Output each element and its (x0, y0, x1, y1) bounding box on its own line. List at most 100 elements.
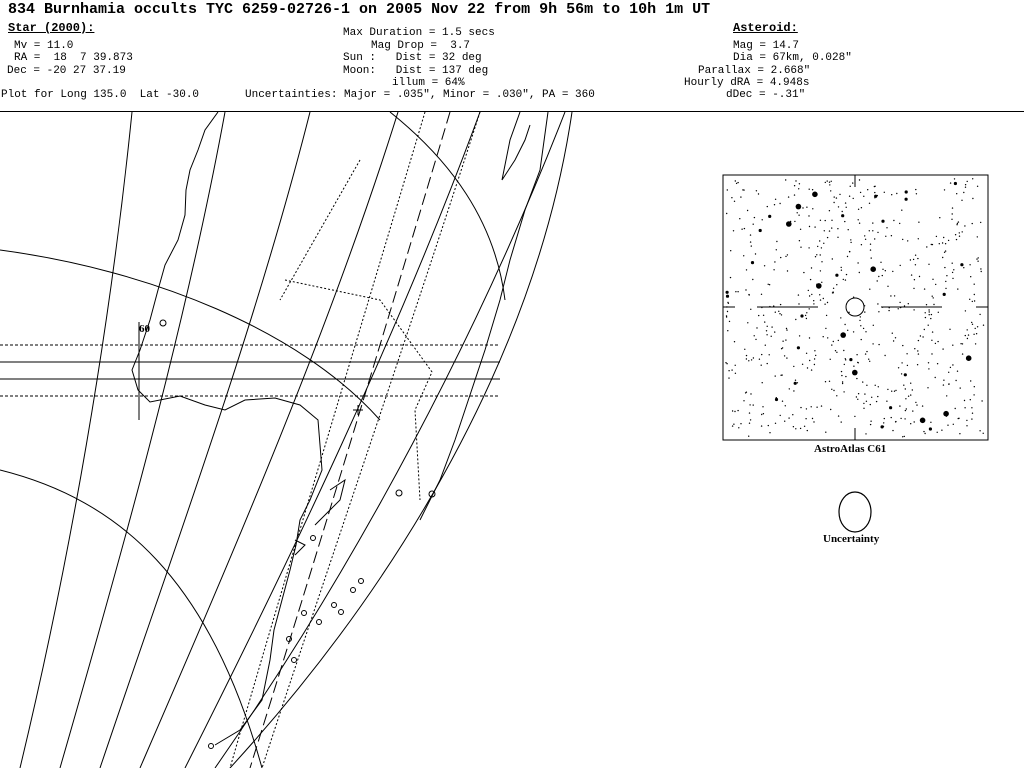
chart-star (891, 332, 893, 334)
chart-star (756, 327, 758, 329)
chart-star (953, 181, 958, 186)
chart-star (871, 396, 873, 398)
chart-star (959, 433, 961, 435)
chart-star (972, 178, 974, 180)
chart-star (795, 180, 797, 182)
chart-star (809, 278, 812, 281)
moon-illumination: illum = 64% (392, 77, 465, 89)
chart-star (857, 361, 859, 364)
chart-star (976, 236, 978, 238)
chart-star (870, 266, 876, 273)
chart-star (840, 317, 842, 319)
chart-star (957, 417, 959, 420)
chart-star (743, 189, 745, 191)
chart-star (932, 297, 934, 299)
chart-star (744, 348, 746, 350)
chart-star (755, 190, 758, 192)
chart-star (927, 324, 929, 326)
chart-star (930, 421, 932, 423)
chart-star (866, 384, 868, 386)
chart-star (852, 296, 855, 298)
chart-star (859, 316, 861, 318)
chart-star (928, 263, 930, 265)
chart-star (945, 287, 947, 290)
chart-star (769, 432, 771, 434)
chart-star (819, 254, 821, 256)
chart-star (971, 321, 973, 324)
chart-star (972, 197, 974, 200)
chart-star (858, 271, 860, 274)
asteroid-hourly-dra: Hourly dRA = 4.948s (684, 77, 810, 89)
mag-drop: Mag Drop = 3.7 (371, 40, 471, 52)
chart-star (901, 209, 903, 211)
chart-star (938, 243, 940, 245)
chart-star (750, 261, 755, 265)
chart-star (752, 404, 754, 406)
chart-star (837, 228, 839, 230)
chart-star (800, 246, 802, 248)
chart-star (973, 293, 975, 296)
chart-star (750, 359, 753, 361)
chart-star (910, 394, 912, 396)
chart-star (743, 255, 745, 257)
chart-star (880, 261, 882, 263)
chart-star (883, 191, 885, 193)
max-duration: Max Duration = 1.5 secs (343, 27, 495, 39)
chart-star (806, 429, 808, 432)
chart-star (760, 425, 763, 427)
chart-star (904, 409, 907, 412)
chart-star (793, 194, 796, 196)
asteroid-dia: Dia = 67km, 0.028" (733, 52, 852, 64)
chart-star (913, 421, 915, 423)
chart-star (841, 214, 845, 218)
chart-star (837, 415, 840, 417)
chart-star (820, 247, 823, 249)
chart-star (807, 289, 809, 292)
chart-star (943, 379, 945, 381)
chart-star (877, 395, 879, 398)
chart-star (927, 387, 929, 389)
chart-star (805, 317, 808, 320)
chart-star (911, 389, 913, 391)
chart-star (890, 295, 892, 297)
chart-star (773, 204, 776, 206)
chart-star (866, 350, 868, 353)
chart-star (745, 358, 748, 360)
chart-star (832, 291, 834, 293)
chart-star (813, 363, 816, 366)
chart-star (763, 265, 766, 267)
chart-star (774, 397, 779, 402)
chart-star (902, 238, 904, 241)
uncertainty-limit-line (229, 112, 426, 768)
chart-star (775, 397, 777, 399)
chart-star (766, 325, 768, 327)
chart-star (808, 225, 811, 228)
chart-star (821, 281, 823, 283)
chart-star (731, 197, 733, 199)
chart-star (852, 182, 854, 184)
chart-star (833, 201, 835, 204)
chart-star (868, 358, 870, 360)
chart-star (941, 242, 944, 244)
chart-star (961, 353, 964, 355)
chart-star (733, 200, 736, 202)
chart-star (942, 256, 944, 259)
chart-star (924, 312, 926, 314)
uncertainty-ellipse (838, 491, 872, 533)
chart-star (857, 393, 860, 395)
chart-star (979, 313, 981, 316)
chart-star (952, 277, 954, 280)
chart-star (864, 353, 867, 355)
asteroid-header: Asteroid: (733, 21, 798, 35)
meridian-line (184, 112, 481, 768)
chart-star (764, 344, 766, 346)
chart-star (890, 235, 893, 237)
chart-star (874, 384, 876, 386)
chart-star (855, 396, 858, 398)
station-marker (338, 609, 344, 615)
chart-star (757, 193, 760, 195)
chart-star (727, 301, 729, 304)
chart-star (943, 189, 946, 191)
chart-star (795, 318, 797, 321)
